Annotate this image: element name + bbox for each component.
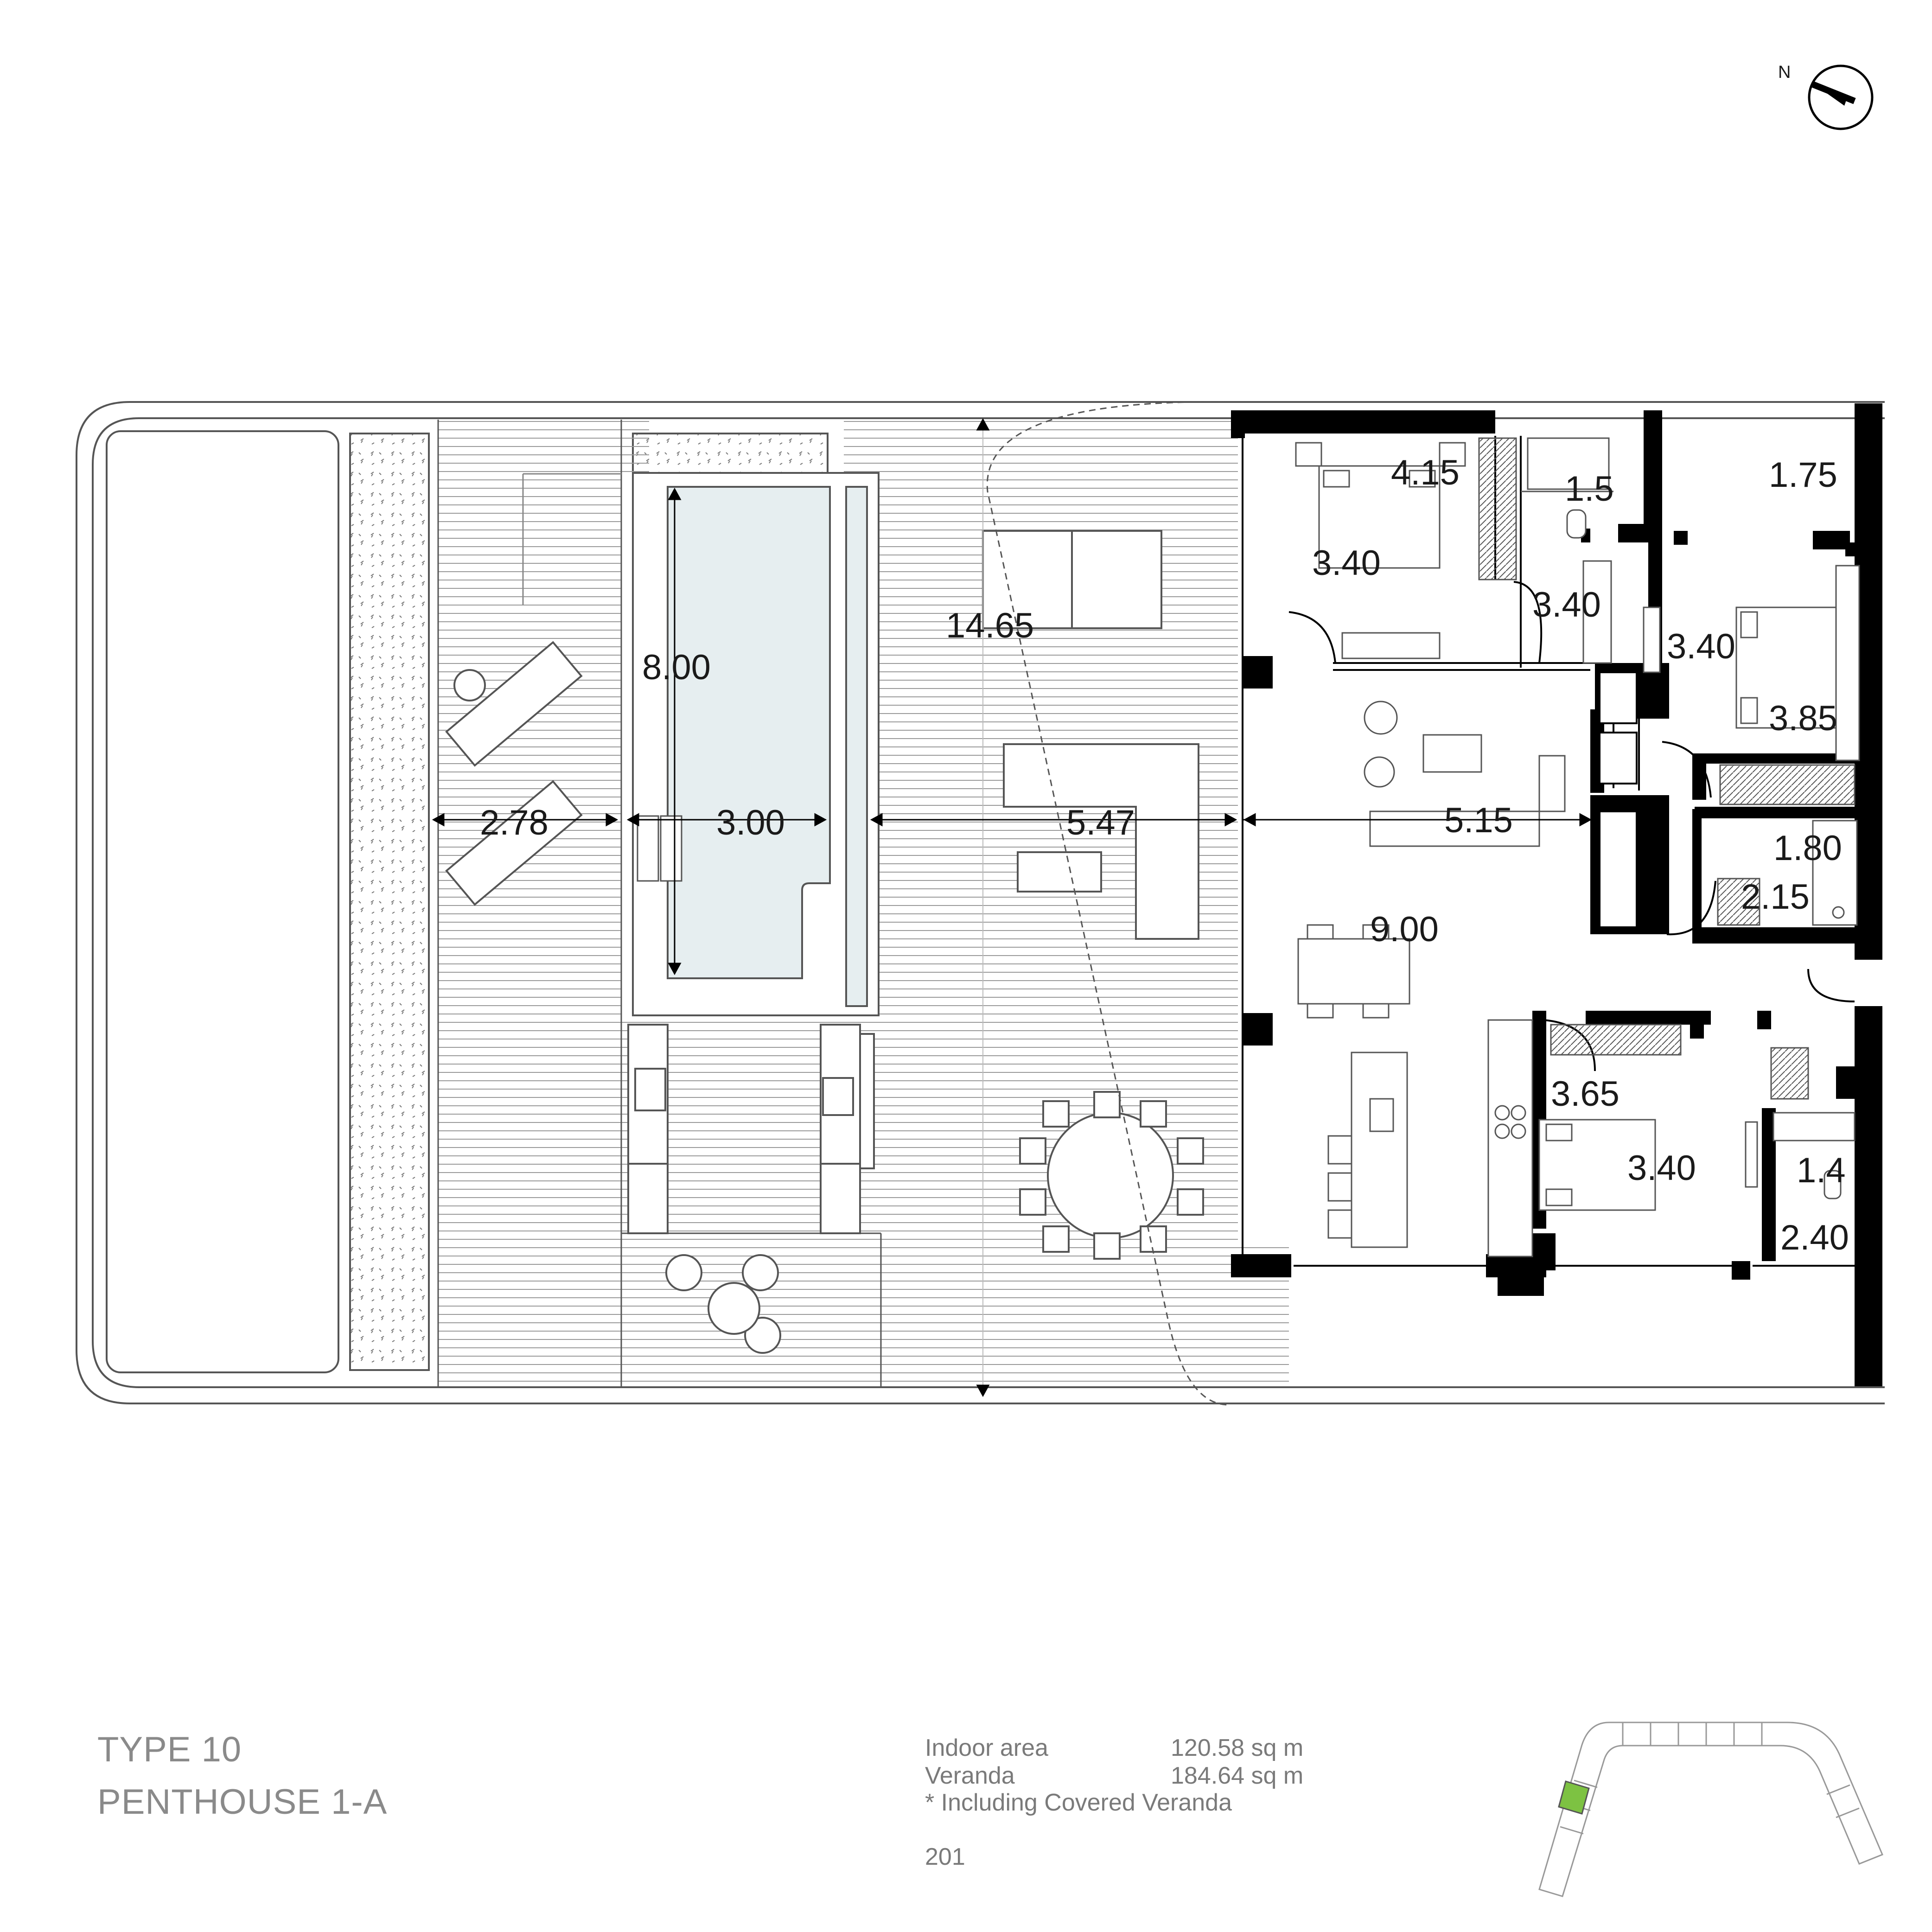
dim-terrace-width: 1.75 — [1769, 455, 1837, 495]
dim-deck-length: 14.65 — [946, 606, 1034, 645]
dim-pool-length: 8.00 — [642, 648, 711, 687]
bedroom-1-furniture — [1295, 437, 1517, 659]
covered-veranda-note: * Including Covered Veranda — [925, 1789, 1232, 1816]
sun-loungers — [445, 473, 621, 906]
swimming-pool — [632, 472, 880, 1016]
unit-type: TYPE 10 — [97, 1730, 242, 1769]
dim-bath1-depth: 3.40 — [1532, 585, 1601, 625]
outdoor-lounge — [982, 530, 1199, 940]
dim-lounge-width: 5.47 — [1066, 803, 1135, 842]
living-furniture — [1297, 701, 1566, 1257]
dim-living-width: 5.15 — [1444, 801, 1513, 840]
dim-laundry-width: 2.15 — [1741, 877, 1810, 917]
outdoor-kitchen — [627, 1024, 875, 1234]
dim-bed1-depth: 3.40 — [1312, 543, 1381, 583]
dim-bed3-width: 3.65 — [1551, 1074, 1620, 1114]
site-outline — [76, 401, 1885, 1404]
key-plan — [1538, 1722, 1883, 1897]
dim-bed1-width: 4.15 — [1391, 453, 1460, 492]
dim-pool-side-deck: 2.78 — [480, 803, 548, 842]
lawn-area — [106, 430, 339, 1373]
dim-bed2-depth: 3.85 — [1769, 699, 1837, 738]
dim-laundry-depth: 1.80 — [1773, 829, 1842, 868]
dim-bath3-depth: 2.40 — [1780, 1218, 1849, 1257]
laundry-fixtures — [1717, 820, 1858, 926]
dim-bath3-width: 1.4 — [1797, 1151, 1846, 1190]
interior-partitions — [1242, 436, 1855, 1261]
north-label: N — [1778, 63, 1791, 82]
bedroom-3-furniture — [1538, 1024, 1855, 1211]
dim-living-depth: 9.00 — [1370, 910, 1439, 949]
veranda-label: Veranda — [925, 1762, 1015, 1789]
bistro-table — [665, 1254, 781, 1354]
page-number: 201 — [925, 1843, 965, 1870]
covered-veranda-line — [986, 401, 1229, 1406]
bathroom-1-fixtures — [1521, 437, 1613, 664]
north-arrow-icon — [1808, 64, 1874, 130]
key-plan-highlight — [1558, 1780, 1590, 1815]
pool-planter — [632, 433, 829, 474]
indoor-area-value: 120.58 sq m — [1171, 1734, 1304, 1761]
planter-strip — [349, 433, 430, 1371]
dimension-lines — [432, 418, 1592, 1397]
round-dining-table — [1019, 1091, 1204, 1260]
dim-pool-width: 3.00 — [716, 803, 785, 842]
bedroom-2-furniture — [1643, 565, 1860, 805]
indoor-area-label: Indoor area — [925, 1734, 1048, 1761]
veranda-value: 184.64 sq m — [1171, 1762, 1304, 1789]
unit-name: PENTHOUSE 1-A — [97, 1782, 388, 1822]
dim-bath1-width: 1.5 — [1565, 469, 1614, 509]
dim-bed2-width: 3.40 — [1667, 627, 1735, 666]
dim-bed3-depth: 3.40 — [1627, 1148, 1696, 1188]
